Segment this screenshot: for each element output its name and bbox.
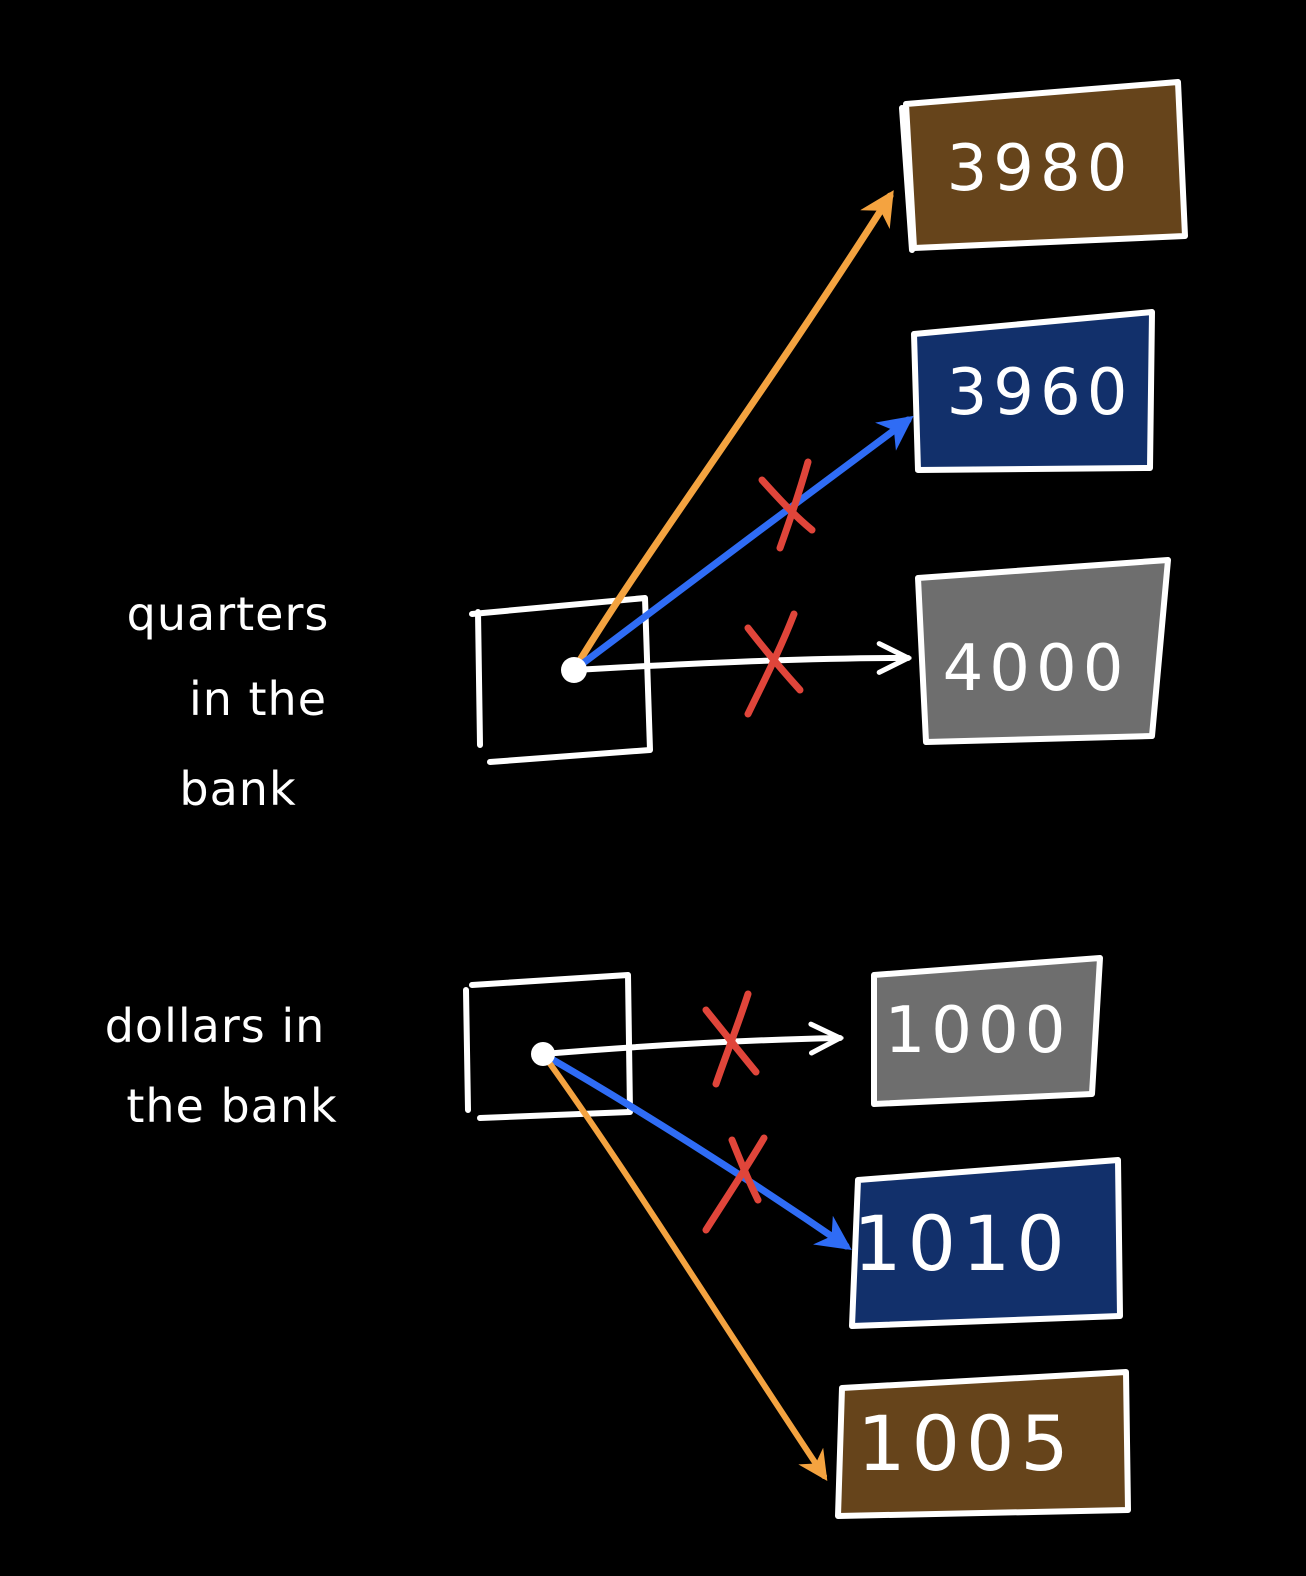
cross-out-mark — [744, 610, 804, 718]
value-box-1010: 1010 — [849, 1157, 1123, 1329]
arrow-orange — [540, 1051, 828, 1481]
arrow-orange — [570, 190, 894, 674]
variable-quarters: quarters in the bank 3980 3960 4000 — [127, 79, 1188, 816]
variable-dollars: dollars in the bank 1000 1010 1005 — [105, 955, 1131, 1519]
arrow-white — [540, 1038, 840, 1057]
value-box-3960: 3960 — [911, 309, 1155, 473]
value-text: 1010 — [853, 1199, 1070, 1288]
value-box-3980: 3980 — [899, 79, 1188, 253]
arrow-blue — [570, 415, 914, 674]
cross-out-mark — [702, 990, 760, 1088]
pointer-dot — [531, 1042, 555, 1066]
variable-label-line: in the — [189, 672, 327, 726]
value-text: 1000 — [885, 994, 1072, 1068]
arrow-white — [571, 658, 908, 670]
value-text: 3980 — [947, 132, 1134, 206]
value-box-4000: 4000 — [915, 557, 1171, 745]
cross-out-mark — [702, 1134, 768, 1234]
value-text: 1005 — [857, 1399, 1074, 1488]
value-text: 3960 — [947, 356, 1134, 430]
value-text: 4000 — [943, 632, 1130, 706]
variable-box — [469, 595, 653, 765]
variable-box — [463, 972, 633, 1121]
variable-label-line: dollars in — [105, 999, 326, 1053]
variable-label-line: the bank — [126, 1079, 337, 1133]
pointer-dot — [561, 657, 587, 683]
cross-out-mark — [758, 458, 816, 552]
value-box-1000: 1000 — [871, 955, 1103, 1107]
value-box-1005: 1005 — [835, 1369, 1131, 1519]
variable-label-line: quarters — [127, 587, 330, 641]
variable-label-line: bank — [179, 762, 296, 816]
arrow-blue — [539, 1050, 852, 1250]
